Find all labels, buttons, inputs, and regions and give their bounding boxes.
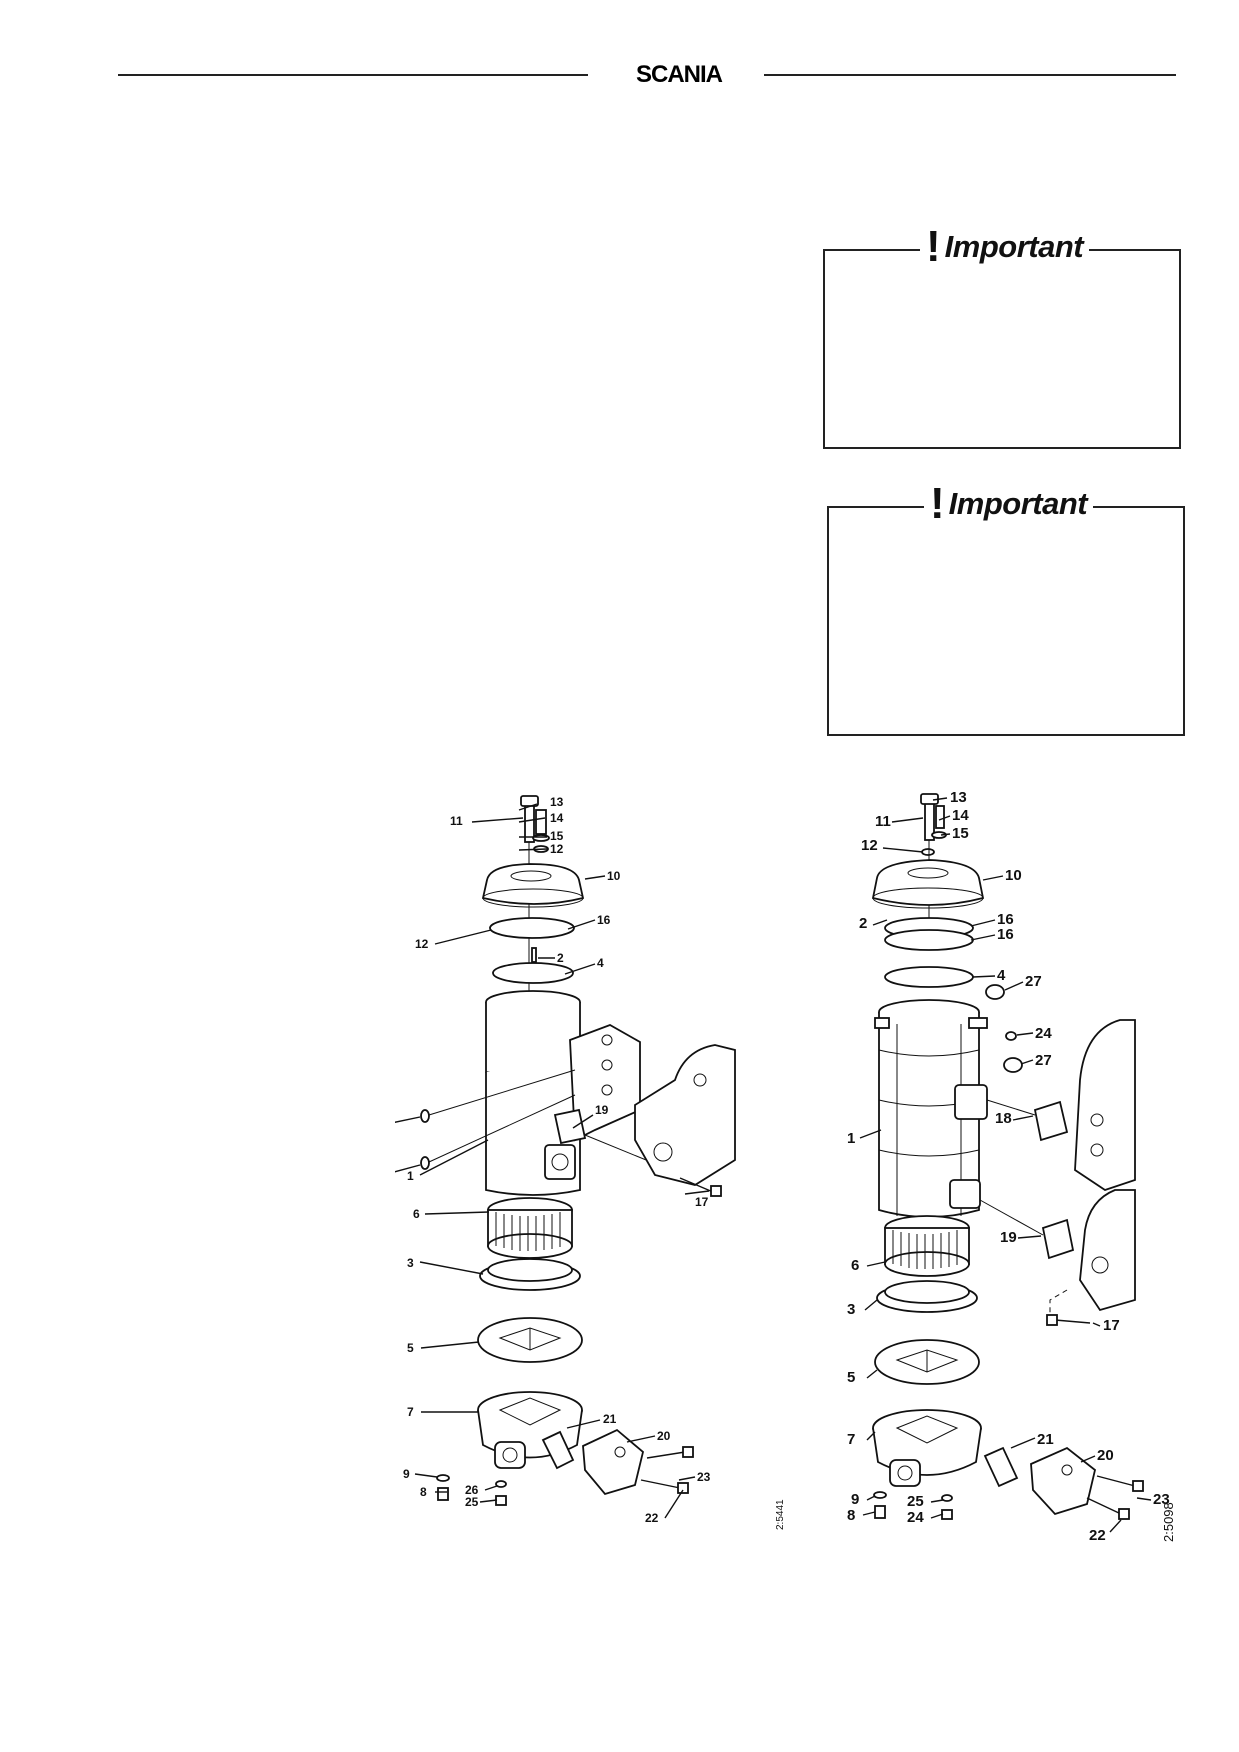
part-callout-label: 23 (1153, 1491, 1170, 1508)
part-callout-label: 19 (595, 1103, 609, 1117)
part-callout-label: 19 (1000, 1229, 1017, 1246)
exploded-view-figure-2: 11 13 14 15 12 10 2 16 16 4 27 24 27 1 1… (847, 789, 1176, 1544)
part-callout-label: 5 (847, 1369, 855, 1386)
part-callout-label: 8 (847, 1507, 855, 1524)
part-callout-label: 16 (997, 911, 1014, 928)
part-callout-label: 1 (847, 1130, 855, 1147)
header-rule-right (764, 74, 1176, 76)
part-callout-label: 6 (851, 1257, 859, 1274)
part-callout-label: 10 (607, 869, 621, 883)
part-callout-label: 8 (420, 1485, 427, 1499)
part-callout-label: 10 (1005, 867, 1022, 884)
part-callout-label: 24 (1035, 1025, 1052, 1042)
part-callout-label: 25 (465, 1495, 479, 1509)
part-callout-label: 7 (847, 1431, 855, 1448)
important-title-1: ! Important (920, 222, 1090, 271)
part-callout-label: 4 (997, 967, 1006, 984)
part-callout-label: 20 (1097, 1447, 1114, 1464)
exploded-view-figure-1: 11 13 14 15 12 10 12 16 2 4 1 6 3 5 7 9 … (395, 795, 786, 1530)
part-callout-label: 26 (465, 1483, 479, 1497)
part-callout-label: 2 (557, 951, 564, 965)
part-callout-label: 11 (450, 814, 463, 828)
part-callout-label: 16 (597, 913, 611, 927)
part-callout-label: 27 (1025, 973, 1042, 990)
important-box-1: ! Important (823, 225, 1181, 449)
part-callout-label: 17 (1103, 1317, 1120, 1334)
important-title-2: ! Important (924, 479, 1094, 528)
part-callout-label: 20 (657, 1429, 671, 1443)
part-callout-label: 13 (950, 789, 967, 806)
part-callout-label: 14 (550, 811, 564, 825)
part-callout-label: 23 (697, 1470, 711, 1484)
part-callout-label: 6 (413, 1207, 420, 1221)
part-callout-label: 7 (407, 1405, 414, 1419)
part-callout-label: 9 (403, 1467, 410, 1481)
part-callout-label: 15 (550, 829, 564, 843)
part-callout-label: 21 (603, 1412, 617, 1426)
header-rule-left (118, 74, 588, 76)
important-label: Important (944, 229, 1084, 264)
part-callout-label: 9 (851, 1491, 859, 1508)
figure-reference: 2:5098 (1161, 1502, 1176, 1542)
part-callout-label: 3 (847, 1301, 855, 1318)
part-callout-label: 1 (407, 1169, 414, 1183)
part-callout-label: 14 (952, 807, 969, 824)
brand-text: SCANIA (636, 61, 723, 88)
part-callout-label: 11 (875, 813, 891, 830)
scania-logo: SCANIA (636, 61, 724, 88)
part-callout-label: 25 (907, 1493, 924, 1510)
part-callout-label: 2 (859, 915, 867, 932)
part-callout-label: 15 (952, 825, 969, 842)
part-callout-label: 4 (597, 956, 604, 970)
part-callout-label: 27 (1035, 1052, 1052, 1069)
part-callout-label: 5 (407, 1341, 414, 1355)
part-callout-label: 12 (415, 937, 429, 951)
part-callout-label: 22 (1089, 1527, 1106, 1544)
part-callout-label: 17 (695, 1195, 709, 1209)
part-callout-label: 18 (995, 1110, 1012, 1127)
figure-reference: 2:5441 (775, 1499, 786, 1530)
exclamation-icon: ! (926, 222, 941, 271)
important-label: Important (948, 486, 1088, 521)
part-callout-label: 21 (1037, 1431, 1054, 1448)
part-callout-label: 16 (997, 926, 1014, 943)
part-callout-label: 13 (550, 795, 564, 809)
important-box-2: ! Important (827, 482, 1185, 736)
exclamation-icon: ! (930, 479, 945, 528)
part-callout-label: 22 (645, 1511, 659, 1525)
part-callout-label: 12 (861, 837, 878, 854)
part-callout-label: 12 (550, 842, 564, 856)
part-callout-label: 24 (907, 1509, 924, 1526)
part-callout-label: 3 (407, 1256, 414, 1270)
